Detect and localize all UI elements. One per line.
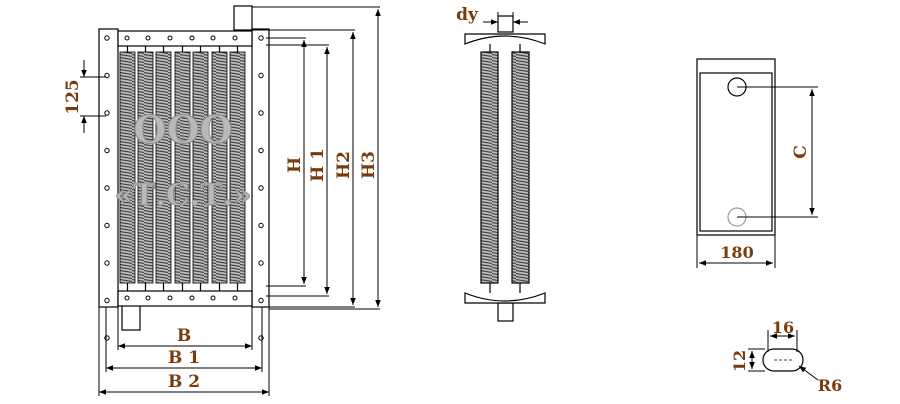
flange-hole xyxy=(258,110,264,116)
flange-hole xyxy=(104,185,110,191)
label-b2: B 2 xyxy=(168,372,200,392)
header-hole xyxy=(189,35,195,41)
header-hole xyxy=(189,295,195,301)
finned-tube xyxy=(137,51,154,284)
outlet-pipe xyxy=(121,304,141,331)
finned-tube xyxy=(211,51,228,284)
flange-hole xyxy=(258,35,264,41)
finned-tube xyxy=(174,51,191,284)
flange-hole xyxy=(104,260,110,266)
header-hole xyxy=(145,295,151,301)
header-hole xyxy=(210,295,216,301)
flange-hole xyxy=(104,335,110,341)
label-h1: H 1 xyxy=(308,148,328,182)
finned-tubes xyxy=(119,46,246,291)
label-16: 16 xyxy=(772,318,794,337)
side-bottom-pipe xyxy=(497,302,514,322)
label-r6: R6 xyxy=(818,376,842,395)
finned-tube xyxy=(229,51,246,284)
flange-hole xyxy=(104,297,110,304)
header-hole xyxy=(167,35,173,41)
flange-hole xyxy=(104,147,110,154)
flange-view xyxy=(696,58,776,236)
flange-inner xyxy=(699,72,773,232)
side-fin-right xyxy=(511,51,530,284)
side-fin-left xyxy=(480,51,499,284)
label-pitch-125: 125 xyxy=(63,79,83,115)
front-dimension-labels: 125 H H 1 H2 H3 B B 1 B 2 xyxy=(63,79,379,392)
flange-hole xyxy=(258,185,264,191)
side-view xyxy=(464,15,546,322)
flange-hole xyxy=(258,147,264,154)
label-h2: H2 xyxy=(334,151,354,179)
flange-hole xyxy=(104,110,110,116)
inlet-pipe xyxy=(233,5,253,31)
flange-hole xyxy=(104,35,110,41)
flange-hole xyxy=(258,222,264,229)
front-dimensions xyxy=(80,6,381,396)
finned-tube xyxy=(192,51,209,284)
label-c: C xyxy=(791,145,811,159)
watermark-line2: «Т.С.Т.» xyxy=(114,178,251,213)
side-top-pipe xyxy=(497,15,514,33)
header-hole xyxy=(124,35,130,41)
label-h: H xyxy=(285,157,305,173)
flange-dimensions xyxy=(696,86,818,268)
watermark: ООО «Т.С.Т.» xyxy=(114,107,252,214)
label-180: 180 xyxy=(720,243,753,262)
side-top-header xyxy=(464,33,546,45)
header-hole xyxy=(232,35,238,41)
slot-detail xyxy=(762,348,804,372)
slot-dimensions xyxy=(748,330,819,381)
side-bottom-header xyxy=(464,292,546,304)
header-hole xyxy=(232,295,238,301)
label-b1: B 1 xyxy=(168,348,200,368)
left-flange xyxy=(98,28,119,308)
slot-shape xyxy=(762,348,804,372)
mounting-holes xyxy=(104,35,264,341)
top-header xyxy=(117,30,253,47)
flange-hole xyxy=(258,72,264,79)
header-hole xyxy=(145,35,151,41)
finned-tube xyxy=(119,51,136,284)
header-hole xyxy=(210,35,216,41)
bottom-header xyxy=(117,290,253,307)
right-flange xyxy=(251,28,270,308)
flange-hole xyxy=(104,222,110,229)
label-12: 12 xyxy=(730,350,749,372)
front-view xyxy=(98,5,270,341)
label-h3: H3 xyxy=(359,151,379,179)
header-hole xyxy=(124,295,130,301)
label-b: B xyxy=(177,326,191,346)
flange-hole xyxy=(258,335,264,341)
flange-hole xyxy=(258,260,264,266)
finned-tube xyxy=(155,51,172,284)
flange-hole xyxy=(258,297,264,304)
side-dimensions xyxy=(483,12,528,26)
watermark-line1: ООО xyxy=(133,107,232,152)
label-dy: dy xyxy=(456,5,479,25)
header-hole xyxy=(167,295,173,301)
